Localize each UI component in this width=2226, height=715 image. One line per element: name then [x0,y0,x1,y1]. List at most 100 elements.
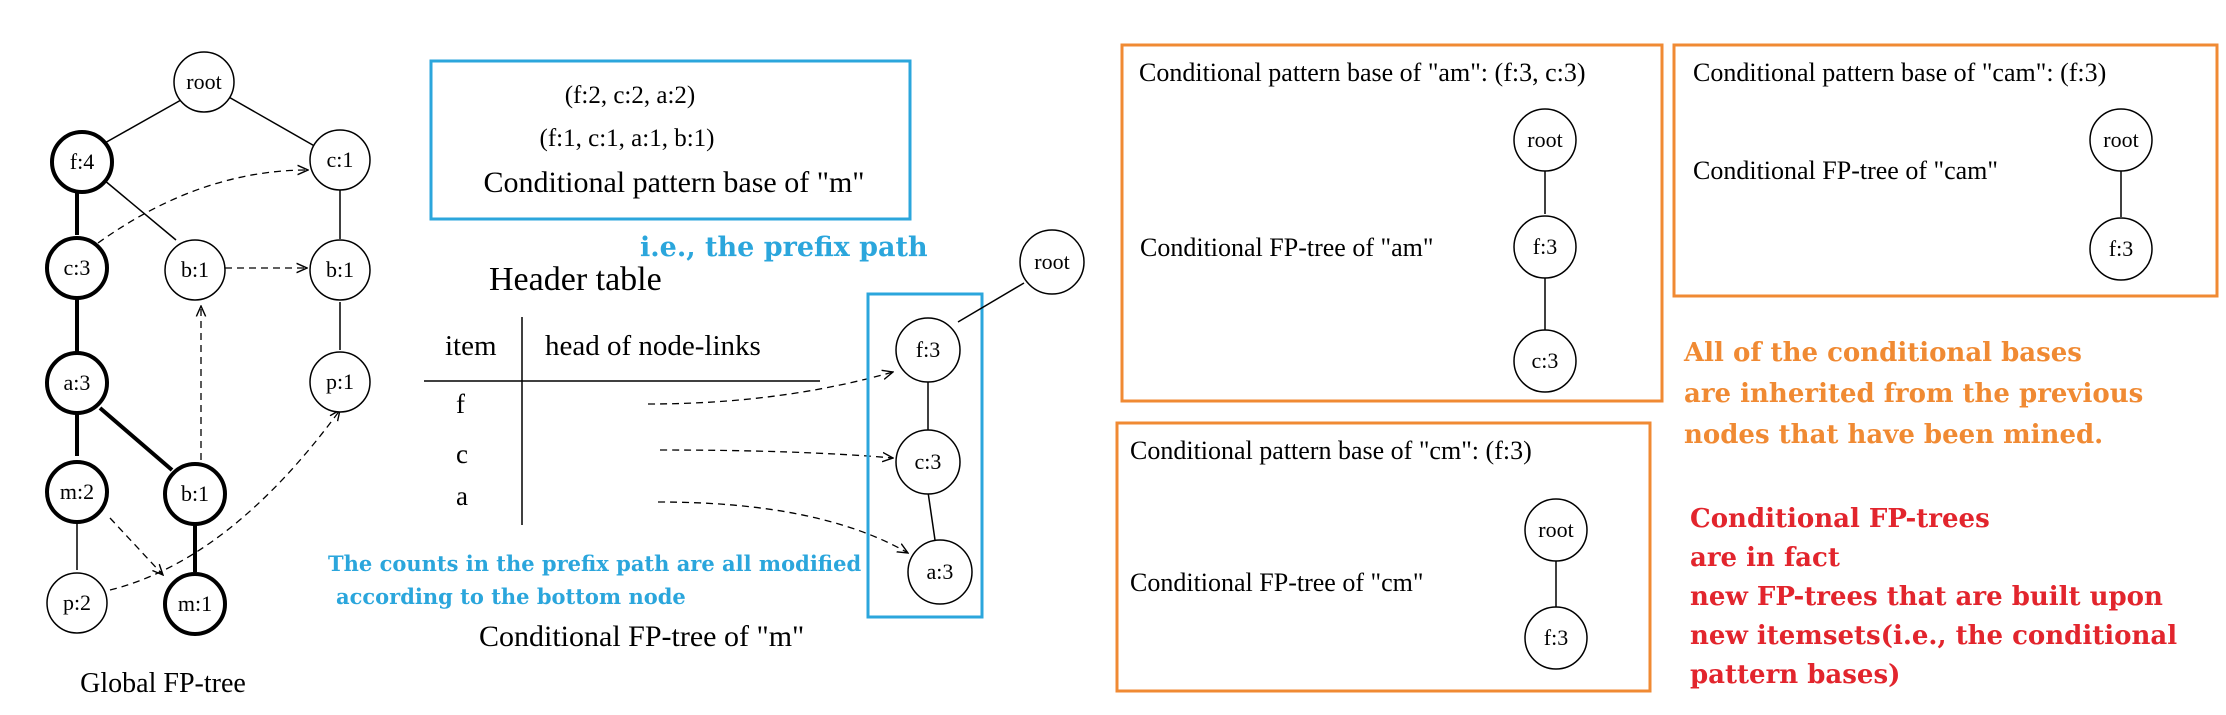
edge-root-f4 [102,99,182,145]
node-m2-label: m:2 [60,479,94,504]
red-note-line-3: new FP-trees that are built upon [1690,582,2163,612]
header-col-links: head of node-links [545,330,761,362]
header-table-title: Header table [489,261,662,298]
link-c3-c1 [97,170,308,244]
global-tree-edges [75,91,341,572]
cm-node-f3 [1524,606,1588,670]
cam-node-f3 [2089,217,2153,281]
counts-note: The counts in the prefix path are all mo… [328,551,861,609]
cam-base-label: Conditional pattern base of "cam": (f:3) [1693,58,2106,87]
cm-node-root [1524,498,1588,562]
cm-node-root-label: root [1538,517,1573,542]
node-m1 [163,572,227,636]
am-tree-label: Conditional FP-tree of "am" [1140,233,1433,262]
node-m2 [45,460,109,524]
cam-box: Conditional pattern base of "cam": (f:3)… [1672,43,2219,298]
node-m1-label: m:1 [178,591,212,616]
header-col-item: item [445,330,497,362]
global-node-links [97,170,340,591]
red-note-line-5: pattern bases) [1690,660,1900,690]
m-tree-box [866,292,984,619]
global-fp-tree: root f:4 c:3 a:3 m:2 p:2 b:1 b:1 m:1 c:1… [45,51,371,699]
m-base-title: Conditional pattern base of "m" [483,166,864,199]
am-node-root-label: root [1527,127,1562,152]
node-p1 [309,351,371,413]
edge-a3-b1 [98,406,174,472]
m-tree-edge-root-f [957,282,1025,323]
node-root-label: root [186,69,221,94]
cam-node-f3-label: f:3 [2109,236,2133,261]
m-tree-caption: Conditional FP-tree of "m" [479,620,804,653]
cm-tree-label: Conditional FP-tree of "cm" [1130,568,1423,597]
m-pattern-base: (f:2, c:2, a:2) (f:1, c:1, a:1, b:1) Con… [429,59,928,263]
orange-note: All of the conditional bases are inherit… [1683,338,2143,450]
cam-node-root [2089,108,2153,172]
cm-base-label: Conditional pattern base of "cm": (f:3) [1130,436,1532,465]
am-box-frame [1120,43,1664,403]
am-node-f3-label: f:3 [1533,234,1557,259]
node-p2 [46,572,108,634]
m-tree-a3-label: a:3 [927,559,954,584]
m-tree-f3-label: f:3 [916,337,940,362]
edge-root-c1 [219,91,319,149]
orange-note-line-1: All of the conditional bases [1683,338,2082,368]
cam-node-root-label: root [2103,127,2138,152]
counts-note-line-2: according to the bottom node [336,584,686,609]
red-note-line-4: new itemsets(i.e., the conditional [1690,621,2177,651]
m-tree-a3 [907,539,973,605]
am-box: Conditional pattern base of "am": (f:3, … [1120,43,1664,403]
red-note: Conditional FP-trees are in fact new FP-… [1690,504,2177,690]
am-node-c3-label: c:3 [1532,348,1559,373]
link-m2-m1 [109,517,163,575]
red-note-line-1: Conditional FP-trees [1690,504,1990,534]
cam-tree-label: Conditional FP-tree of "cam" [1693,156,1998,185]
header-item-a: a [456,481,468,511]
node-p2-label: p:2 [63,590,91,615]
node-b1-left [164,239,226,301]
m-pattern-base-box [429,59,912,221]
node-b1-mid [163,462,227,526]
m-conditional-tree: root f:3 c:3 a:3 Conditional FP-tree of … [479,229,1085,653]
node-b1-mid-label: b:1 [181,481,209,506]
red-note-line-2: are in fact [1690,543,1840,573]
node-a3 [45,351,109,415]
m-tree-c3 [895,429,961,495]
link-p2-p1 [109,410,340,591]
cm-node-f3-label: f:3 [1544,625,1568,650]
header-link-f [647,372,893,405]
m-base-path-2: (f:1, c:1, a:1, b:1) [540,125,715,152]
m-tree-f3 [895,317,961,383]
node-root [173,51,235,113]
m-tree-edge-c-a [927,491,936,541]
orange-note-line-2: are inherited from the previous [1684,379,2143,409]
header-item-c: c [456,439,468,469]
global-tree-caption: Global FP-tree [80,668,246,699]
cm-box-frame [1115,421,1652,693]
node-a3-label: a:3 [64,370,91,395]
edge-f4-b1 [103,179,177,241]
node-f4 [50,130,114,194]
m-tree-c3-label: c:3 [915,449,942,474]
node-b1-right [309,239,371,301]
m-base-path-1: (f:2, c:2, a:2) [565,82,696,109]
am-node-root [1513,108,1577,172]
am-node-f3 [1513,215,1577,279]
cm-box: Conditional pattern base of "cm": (f:3) … [1115,421,1652,693]
orange-note-line-3: nodes that have been mined. [1684,420,2103,450]
node-c1-label: c:1 [327,147,354,172]
node-b1-right-label: b:1 [326,257,354,282]
prefix-path-note: i.e., the prefix path [640,232,928,263]
header-link-c [659,449,893,458]
node-c3 [45,236,109,300]
header-link-a [657,501,908,553]
node-f4-label: f:4 [70,149,94,174]
cam-box-frame [1672,43,2219,298]
node-b1-left-label: b:1 [181,257,209,282]
m-tree-root-label: root [1034,249,1069,274]
node-p1-label: p:1 [326,369,354,394]
node-c3-label: c:3 [64,255,91,280]
header-table: Header table item head of node-links f c… [424,261,908,553]
node-c1 [309,129,371,191]
am-base-label: Conditional pattern base of "am": (f:3, … [1139,58,1586,87]
